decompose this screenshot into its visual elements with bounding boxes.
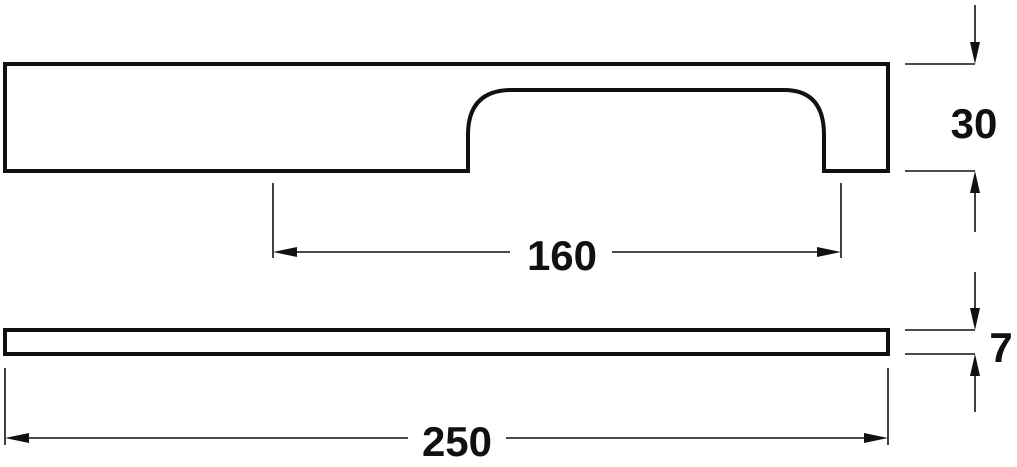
thickness-dimension-label: 7 (989, 324, 1012, 371)
length-dimension-label: 250 (422, 418, 492, 465)
handle-side-outline (3, 328, 890, 356)
spacing-arrow-right (817, 247, 841, 257)
length-arrow-left (5, 433, 29, 443)
thickness-arrow-top-head (970, 308, 980, 330)
length-dimension: 250 (4, 368, 889, 465)
height-dimension: 30 (905, 5, 997, 232)
thickness-arrow-bottom-head (970, 354, 980, 376)
height-dimension-label: 30 (951, 100, 998, 147)
length-arrow-right (864, 433, 888, 443)
hole-spacing-label: 160 (527, 232, 597, 279)
handle-front-view (3, 62, 890, 173)
height-arrow-bottom-head (970, 171, 980, 193)
handle-side-view (3, 328, 890, 356)
handle-front-outline (3, 62, 890, 173)
spacing-arrow-left (273, 247, 297, 257)
thickness-dimension: 7 (905, 272, 1013, 412)
height-arrow-top-head (970, 42, 980, 64)
hole-spacing-dimension: 160 (272, 183, 842, 279)
